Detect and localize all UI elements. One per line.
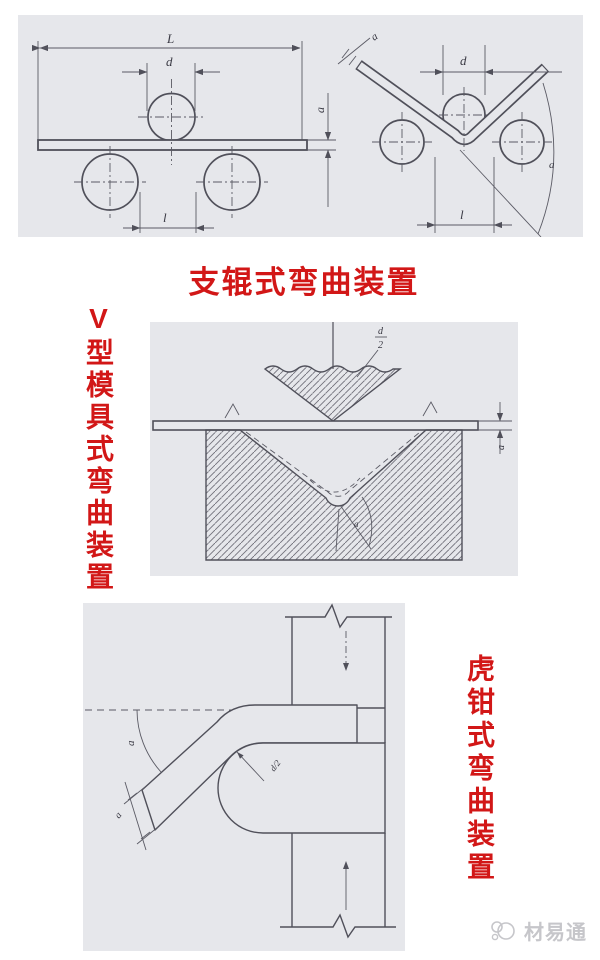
punch-radius-denominator: 2 (378, 340, 383, 351)
dim-label-a: a (313, 107, 327, 113)
dim-label-l: l (163, 210, 167, 225)
dim-label-d: d (460, 53, 467, 68)
former-jaw (217, 742, 386, 834)
watermark-logo-icon (491, 920, 515, 940)
specimen-dashed-position (245, 431, 421, 497)
specimen-dashed-inner (309, 477, 361, 493)
up-arrow (343, 861, 349, 869)
die-block (205, 429, 463, 561)
angle-arc (136, 709, 162, 773)
dim-label-a: a (496, 445, 507, 450)
thickness-dim: a (113, 781, 159, 851)
specimen-plate (37, 139, 308, 151)
specimen-plate (152, 420, 479, 431)
vdie-scan-panel: d 2 a a (150, 322, 518, 576)
thickness-dim: a (478, 402, 512, 454)
roller-caption: 支辊式弯曲装置 (188, 265, 420, 300)
watermark: 材易通 (489, 916, 587, 945)
vdie-diagram: d 2 a a (152, 322, 512, 561)
angle-label: a (549, 159, 555, 171)
punch-radius-label: d 2 (356, 326, 387, 378)
dim-label-L: L (166, 31, 174, 46)
roller-bent-view: a d l a (337, 30, 562, 237)
chevron-mark-right (422, 401, 438, 417)
down-arrow (343, 663, 349, 671)
angle-label: a (125, 740, 137, 746)
punch (263, 365, 403, 422)
dim-label-l: l (460, 207, 464, 222)
vise-diagram: d/2 a a (85, 603, 396, 939)
roller-bending-diagram: L d l a (31, 30, 562, 237)
angle-label: a (354, 519, 359, 529)
roller-bending-scan-panel: L d l a (18, 15, 583, 237)
vise-caption-vertical: 虎钳式弯曲装置 (464, 654, 495, 885)
vdie-caption-vertical: V型模具式弯曲装置 (83, 303, 114, 594)
dim-label-a: a (113, 810, 125, 821)
roller-side-view: L d l a (31, 31, 336, 233)
punch-radius-numerator: d (378, 326, 384, 337)
bend-angle-construction: a (335, 496, 373, 552)
top-jaw (285, 603, 392, 709)
watermark-text: 材易通 (524, 922, 587, 944)
bottom-jaw (280, 833, 396, 939)
dim-label-a: a (369, 30, 381, 43)
radius-arrow (237, 752, 244, 759)
thickness-dim: a (337, 30, 381, 66)
dim-label-d: d (166, 54, 173, 69)
chevron-mark-left (224, 403, 240, 419)
vise-scan-panel: d/2 a a (83, 603, 405, 951)
